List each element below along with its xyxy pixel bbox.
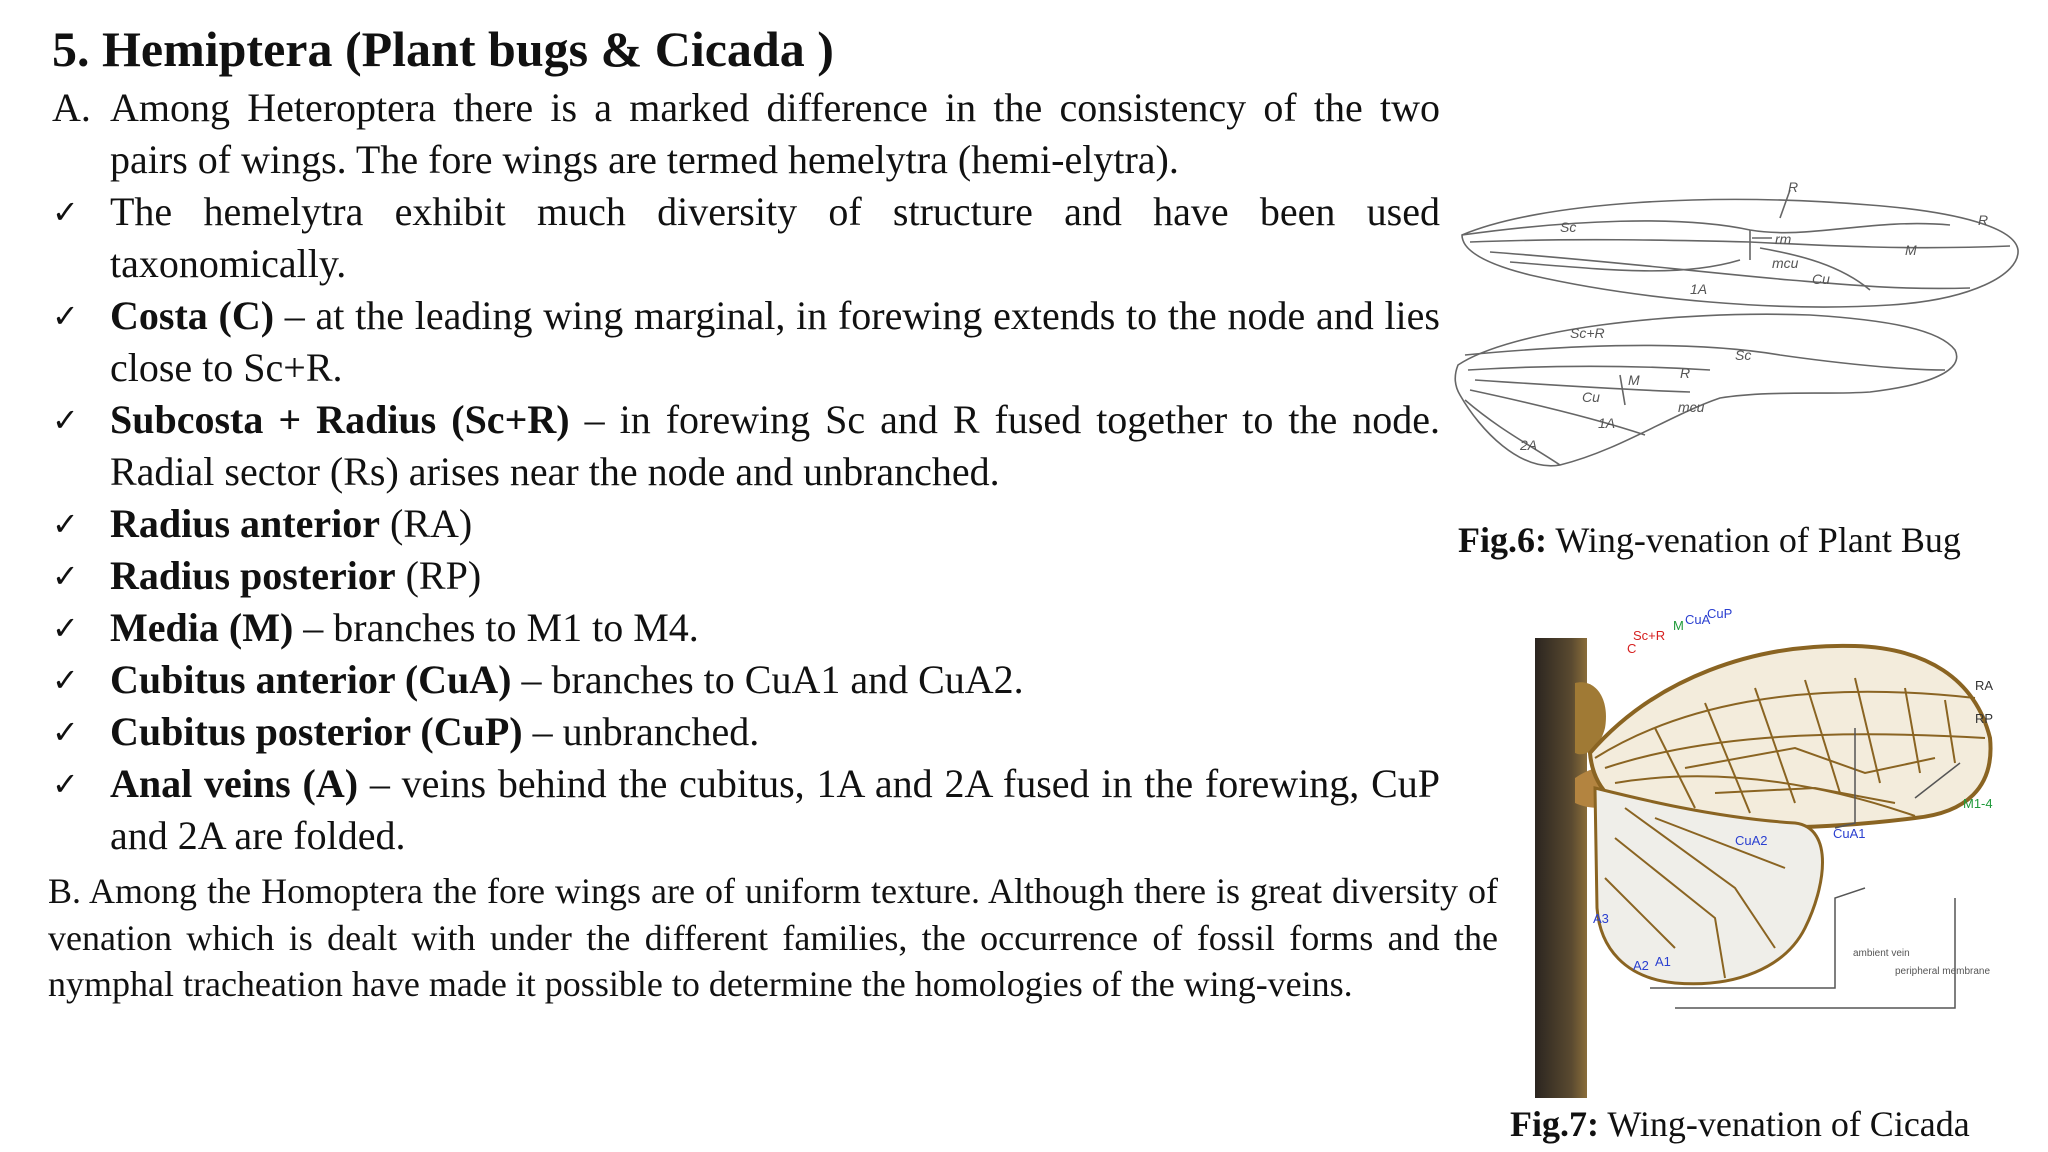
check-icon: ✓: [52, 193, 79, 231]
fig7-label-m1-4: M1-4: [1963, 796, 1993, 811]
list-item-text: – veins behind the cubitus, 1A and 2A fu…: [110, 761, 1440, 858]
list-item: ✓ Media (M) – branches to M1 to M4.: [52, 602, 1440, 654]
list-item: ✓ Cubitus posterior (CuP) – unbranched.: [52, 706, 1440, 758]
fig7-label-ambient-vein: ambient vein: [1853, 948, 1910, 959]
section-a-marker: A.: [52, 85, 91, 130]
fig7-label-a2: A2: [1633, 958, 1649, 973]
fig7-caption: Fig.7: Wing-venation of Cicada: [1510, 1102, 1970, 1146]
fig6-label: mcu: [1678, 399, 1705, 415]
list-item-term: Cubitus anterior (CuA): [110, 657, 512, 702]
check-icon: ✓: [52, 609, 79, 647]
check-icon: ✓: [52, 297, 79, 335]
list-item-text: – branches to M1 to M4.: [293, 605, 699, 650]
check-icon: ✓: [52, 661, 79, 699]
check-icon: ✓: [52, 505, 79, 543]
fig6-label: Cu: [1812, 271, 1830, 287]
checklist: ✓ The hemelytra exhibit much diversity o…: [52, 186, 1440, 862]
fig6-label: 1A: [1598, 415, 1615, 431]
list-item-term: Media (M): [110, 605, 294, 650]
fig6-label: Sc+R: [1570, 325, 1605, 341]
fig7-label-cup: CuP: [1707, 606, 1732, 621]
list-item-text: (RP): [395, 553, 482, 598]
list-item-term: Anal veins (A): [110, 761, 359, 806]
fig6-caption: Fig.6: Wing-venation of Plant Bug: [1458, 518, 1961, 562]
list-item: ✓ Cubitus anterior (CuA) – branches to C…: [52, 654, 1440, 706]
fig6-label: mcu: [1772, 255, 1799, 271]
fig7-label-rp: RP: [1975, 711, 1993, 726]
fig7-label-m: M: [1673, 618, 1684, 633]
list-item-term: Radius anterior: [110, 501, 380, 546]
page-title: 5. Hemiptera (Plant bugs & Cicada ): [52, 21, 834, 77]
list-item-text: – in forewing Sc and R fused together to…: [110, 397, 1440, 494]
fig7-label-cua1: CuA1: [1833, 826, 1866, 841]
section-a: A. Among Heteroptera there is a marked d…: [52, 82, 1440, 862]
list-item-term: Subcosta + Radius (Sc+R): [110, 397, 570, 442]
fig7-label-sc-r: Sc+R: [1633, 628, 1665, 643]
fig7-label-cua2: CuA2: [1735, 833, 1768, 848]
list-item-text: (RA): [380, 501, 473, 546]
fig6-label: Cu: [1582, 389, 1600, 405]
list-item-text: – branches to CuA1 and CuA2.: [511, 657, 1024, 702]
check-icon: ✓: [52, 765, 79, 803]
list-item-text: – unbranched.: [522, 709, 760, 754]
list-item-term: Cubitus posterior (CuP): [110, 709, 523, 754]
check-icon: ✓: [52, 401, 79, 439]
fig6-label: rm: [1775, 231, 1792, 247]
fig6-label: R: [1978, 212, 1988, 228]
fig7-label-a1: A1: [1655, 954, 1671, 969]
list-item: ✓ Radius posterior (RP): [52, 550, 1440, 602]
list-item: ✓ The hemelytra exhibit much diversity o…: [52, 186, 1440, 290]
fig6-label: Sc: [1735, 347, 1751, 363]
check-icon: ✓: [52, 713, 79, 751]
fig7-caption-number: Fig.7:: [1510, 1104, 1599, 1144]
fig6-label: R: [1788, 180, 1798, 195]
section-a-intro-row: A. Among Heteroptera there is a marked d…: [52, 82, 1440, 186]
plant-bug-wing-figure: R Sc rm R M mcu Cu 1A Sc+R Sc M R Cu mcu…: [1454, 180, 2019, 467]
forewing-outline: [1461, 198, 2019, 308]
fig7-label-c: C: [1627, 641, 1636, 656]
cicada-wing-figure: Sc+R C M CuA CuP RA RP M1-4 CuA1 CuA2 A3…: [1535, 588, 2005, 1108]
list-item-text: The hemelytra exhibit much diversity of …: [110, 189, 1440, 286]
fig7-label-peripheral-membrane: peripheral membrane: [1895, 966, 1990, 977]
section-b: B. Among the Homoptera the fore wings ar…: [48, 871, 1498, 1004]
list-item: ✓ Costa (C) – at the leading wing margin…: [52, 290, 1440, 394]
fig7-label-a3: A3: [1593, 911, 1609, 926]
list-item: ✓ Subcosta + Radius (Sc+R) – in forewing…: [52, 394, 1440, 498]
fig7-label-cua: CuA: [1685, 612, 1711, 627]
fig7-label-ra: RA: [1975, 678, 1993, 693]
fig6-label: Sc: [1560, 219, 1576, 235]
fig6-label: 2A: [1519, 437, 1537, 453]
fig6-label: 1A: [1690, 281, 1707, 297]
list-item-text: – at the leading wing marginal, in forew…: [110, 293, 1440, 390]
section-a-intro: Among Heteroptera there is a marked diff…: [110, 85, 1440, 182]
fig6-caption-text: Wing-venation of Plant Bug: [1546, 520, 1961, 560]
fig6-label: M: [1905, 242, 1917, 258]
fig6-caption-number: Fig.6:: [1458, 520, 1547, 560]
list-item: ✓ Radius anterior (RA): [52, 498, 1440, 550]
hindwing-outline: [1454, 313, 1958, 467]
fig7-caption-text: Wing-venation of Cicada: [1598, 1104, 1970, 1144]
list-item-term: Radius posterior: [110, 553, 396, 598]
check-icon: ✓: [52, 557, 79, 595]
list-item-term: Costa (C): [110, 293, 275, 338]
fig6-label: R: [1680, 365, 1690, 381]
list-item: ✓ Anal veins (A) – veins behind the cubi…: [52, 758, 1440, 862]
fig6-label: M: [1628, 372, 1640, 388]
